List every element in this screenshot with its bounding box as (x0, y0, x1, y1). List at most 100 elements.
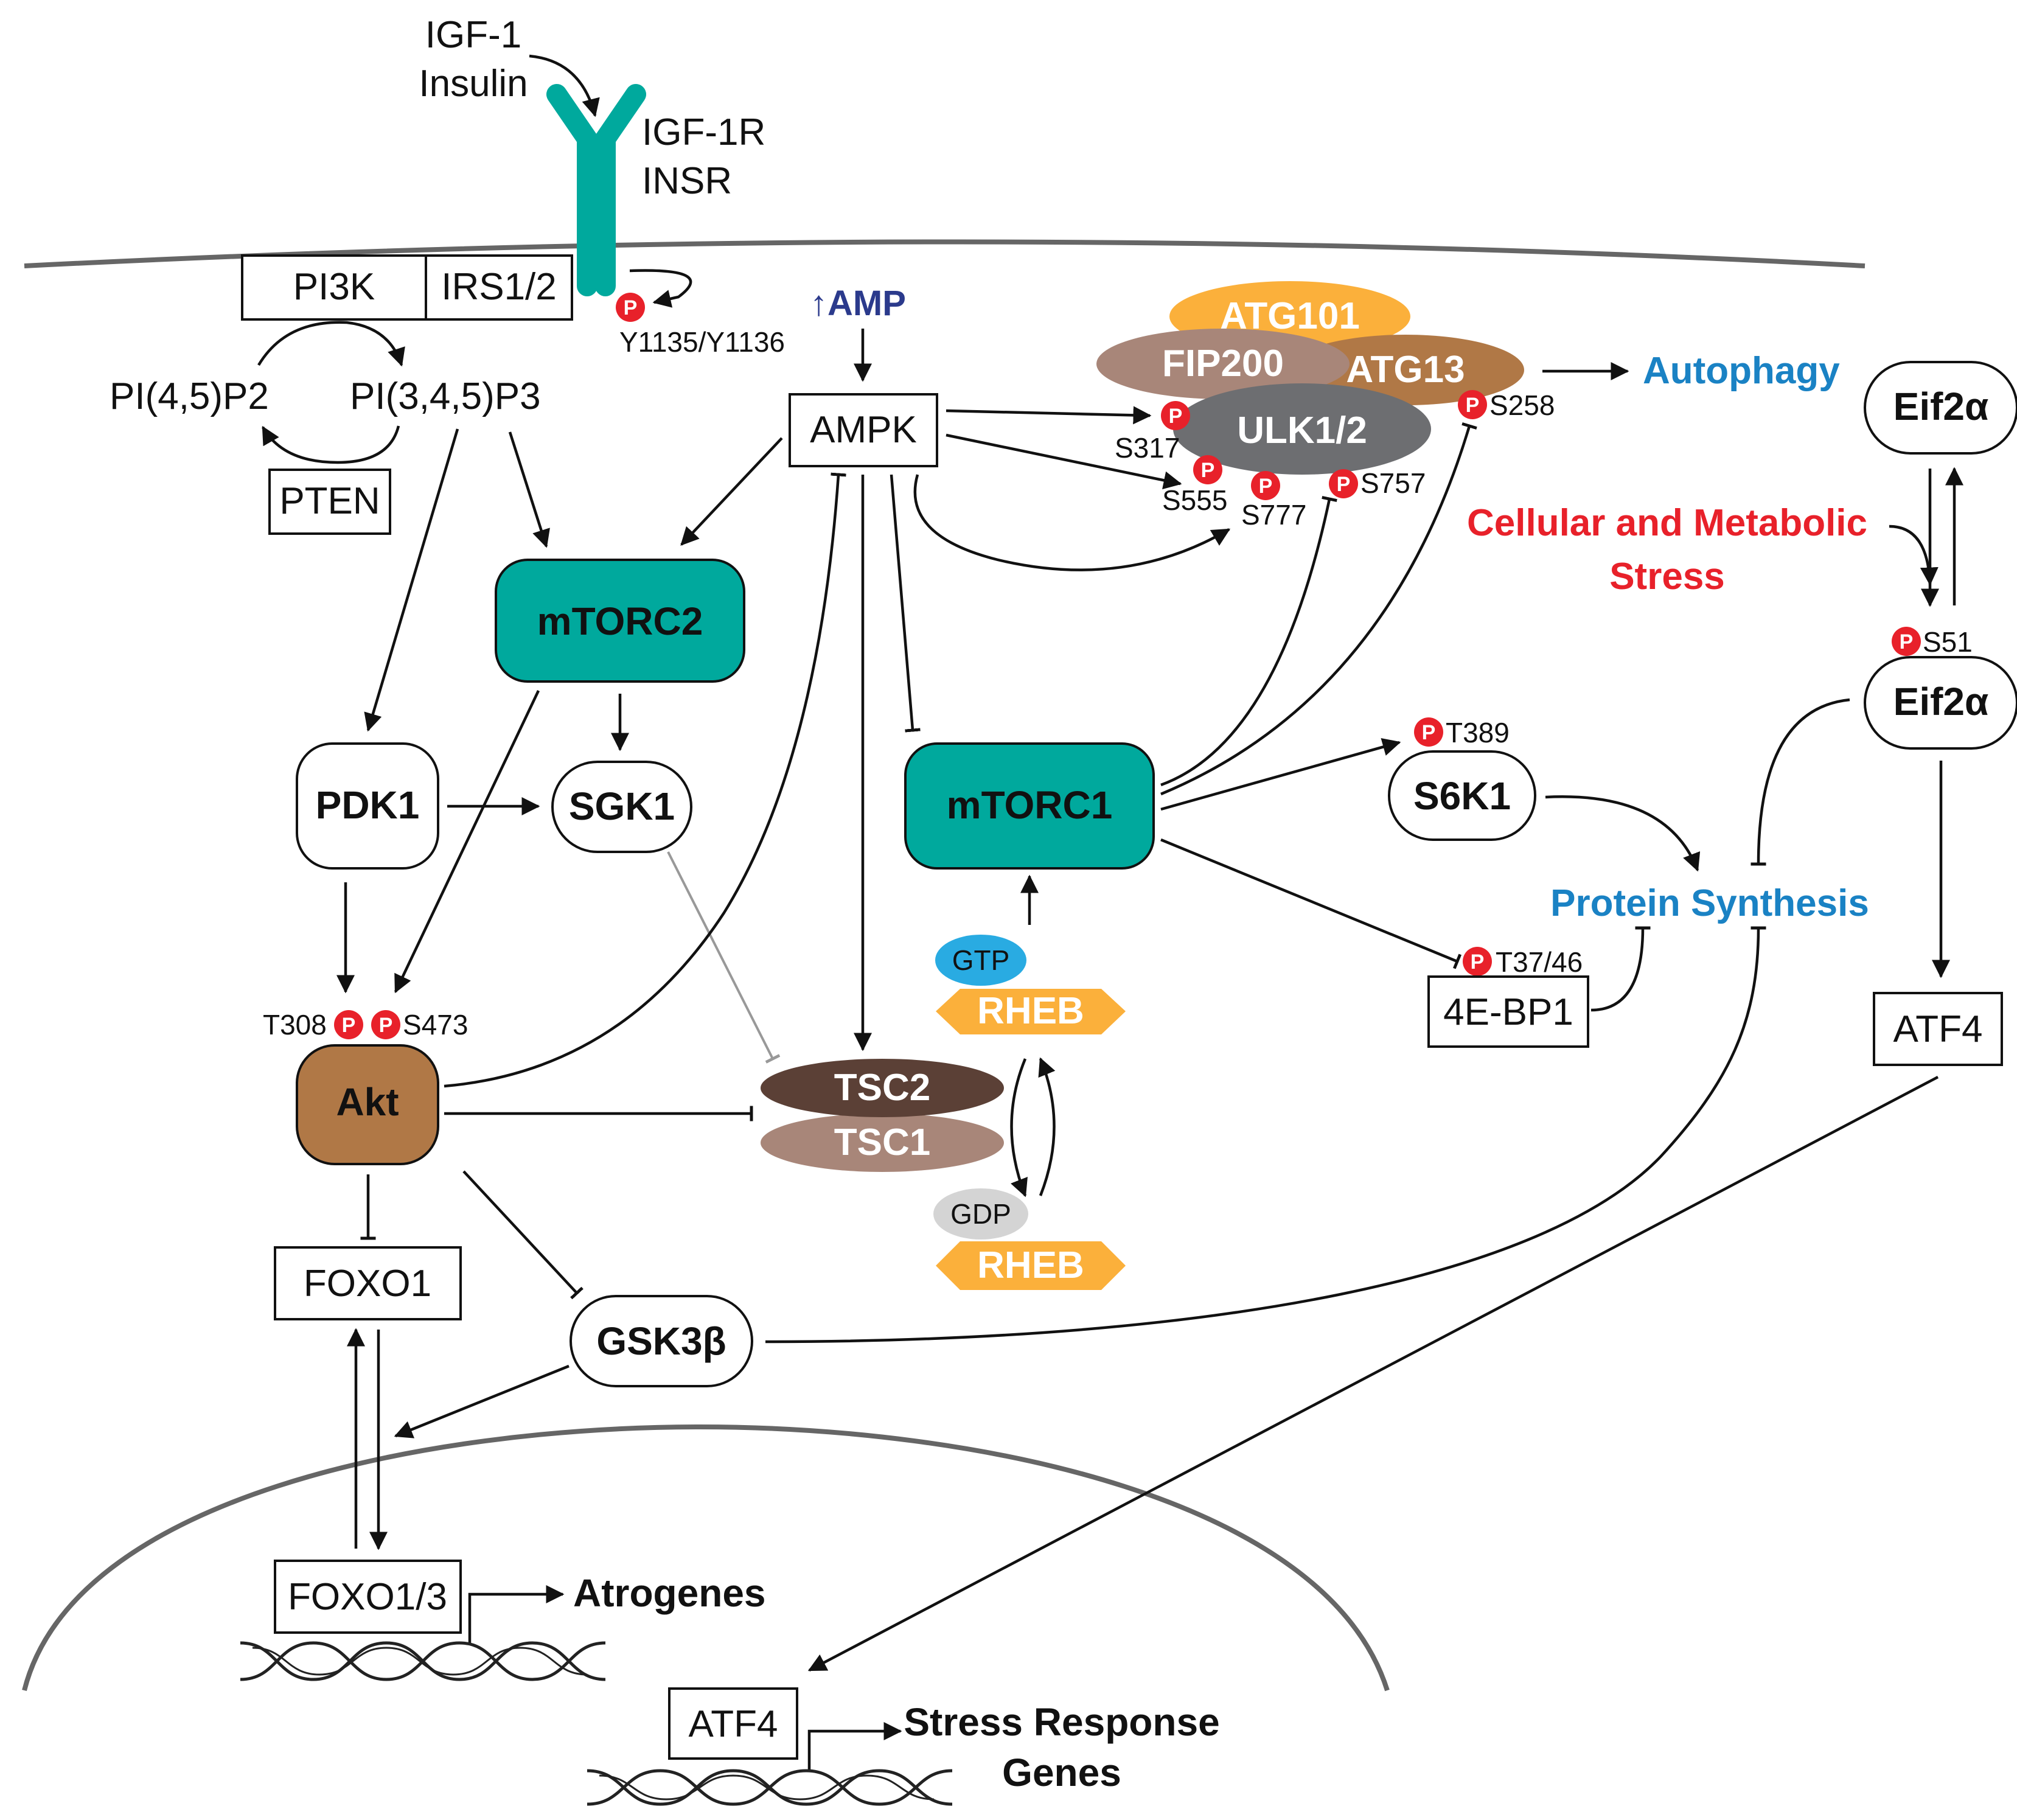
dna-helix-foxo (240, 1641, 606, 1681)
foxo13-box (274, 1560, 462, 1634)
phospho-t308 (334, 1010, 363, 1039)
site-t389: T389 (1446, 717, 1510, 748)
ampk-to-mtorc2-arrow (680, 437, 783, 546)
gsk3b-to-foxo-arrow (394, 1364, 570, 1438)
ampk-inhibits-mtorc1 (890, 474, 921, 733)
svg-text:FOXO1: FOXO1 (304, 1263, 431, 1305)
svg-text:P: P (1471, 950, 1485, 974)
atf4-nuclear-translocation-arrow (807, 1076, 1939, 1672)
rheb-gdp-to-gtp-arrow (1038, 1057, 1056, 1196)
mtorc1-node (904, 742, 1155, 870)
svg-text:S317: S317 (1115, 432, 1180, 464)
stress-label-line1: Cellular and Metabolic (1467, 502, 1867, 544)
phospho-s777 (1251, 471, 1280, 500)
ampk-to-ulk-s317-arrow (946, 406, 1152, 425)
irs-box (425, 254, 573, 321)
svg-text:SGK1: SGK1 (569, 784, 675, 828)
mtorc1-inhibits-ulk-s258 (1160, 422, 1477, 796)
atf4-transcription-arrow (807, 1722, 902, 1771)
svg-text:TSC2: TSC2 (834, 1067, 930, 1109)
pip3-label: PI(3,4,5)P3 (350, 375, 541, 417)
foxo1-box (274, 1246, 462, 1320)
site-s473: S473 (403, 1009, 468, 1041)
gsk3b-node (570, 1295, 753, 1387)
svg-text:P: P (1900, 630, 1914, 654)
autophosphorylation-arrow (629, 269, 692, 308)
pi3k-label: PI3K (293, 266, 375, 308)
ampk-to-ulk-s555-arrow (946, 433, 1182, 490)
mtorc2-node (495, 559, 745, 683)
svg-text:GTP: GTP (952, 944, 1010, 976)
svg-text:GSK3β: GSK3β (596, 1319, 726, 1363)
site-t308: T308 (263, 1009, 327, 1041)
sgk1-node (551, 761, 692, 853)
ampk-label: AMPK (810, 409, 917, 451)
svg-text:mTORC2: mTORC2 (537, 599, 703, 643)
irs-label: IRS1/2 (441, 266, 557, 308)
ampk-box (789, 393, 938, 467)
gtp-node (935, 935, 1026, 986)
eif2a-inhibits-protein-synthesis (1751, 698, 1850, 866)
svg-text:4E-BP1: 4E-BP1 (1443, 991, 1573, 1033)
mtorc1-to-s6k1-arrow (1160, 737, 1401, 811)
svg-text:P: P (1201, 459, 1215, 482)
mtorc1-inhibits-ulk-s757 (1160, 495, 1337, 787)
mtorc1-inhibits-4ebp1 (1160, 838, 1462, 969)
akt-inhibits-ampk (444, 472, 846, 1088)
rheb-gtp-to-gdp-arrow (1010, 1058, 1028, 1198)
ligand-label-insulin: Insulin (419, 63, 528, 105)
svg-text:RHEB: RHEB (977, 990, 1084, 1032)
amp-label: ↑AMP (810, 284, 906, 323)
svg-text:ATF4: ATF4 (1893, 1008, 1983, 1050)
svg-text:P: P (342, 1014, 356, 1037)
s6k1-node (1388, 750, 1536, 841)
rheb-gdp-node (936, 1241, 1126, 1290)
gsk3b-inhibits-protein-synthesis (765, 926, 1766, 1344)
svg-text:S258: S258 (1489, 389, 1555, 421)
tsc1-node (761, 1114, 1004, 1172)
svg-text:PDK1: PDK1 (316, 783, 420, 827)
eif4ebp1-box (1427, 975, 1589, 1048)
foxo13-transcription-arrow (468, 1585, 565, 1643)
phospho-s317 (1161, 401, 1190, 430)
ligand-label-igf1: IGF-1 (425, 14, 521, 56)
svg-text:Eif2α: Eif2α (1893, 385, 1989, 428)
svg-text:P: P (1422, 721, 1436, 744)
gdp-node (933, 1188, 1028, 1239)
svg-text:Eif2α: Eif2α (1893, 680, 1989, 723)
akt-node (296, 1044, 439, 1165)
rheb-gtp-node (936, 989, 1126, 1034)
phospho-s258 (1458, 390, 1487, 419)
pten-label: PTEN (279, 480, 380, 522)
svg-text:mTORC1: mTORC1 (947, 783, 1113, 827)
atrogenes-label: Atrogenes (573, 1571, 766, 1615)
ulk-node (1173, 383, 1431, 475)
svg-text:ATF4: ATF4 (689, 1703, 778, 1745)
protein-synthesis-label: Protein Synthesis (1550, 882, 1869, 924)
stress-to-eif2a-arrow (1889, 525, 1939, 586)
phospho-s555 (1193, 455, 1222, 484)
pdk1-node (296, 742, 439, 870)
pip2-to-pip3-arrow (257, 321, 405, 367)
mtorc2-to-akt-s473-arrow (394, 690, 540, 994)
svg-text:P: P (624, 296, 638, 319)
svg-text:ATG13: ATG13 (1346, 349, 1465, 391)
svg-text:S555: S555 (1162, 484, 1227, 516)
s6k1-to-protein-synthesis-arrow (1545, 795, 1701, 872)
site-s51: S51 (1923, 626, 1973, 658)
svg-text:S757: S757 (1360, 467, 1426, 499)
cell-membrane (24, 239, 1865, 268)
ampk-to-ulk-s777-arrow (913, 474, 1231, 571)
svg-text:TSC1: TSC1 (834, 1121, 930, 1163)
pip2-label: PI(4,5)P2 (110, 375, 269, 417)
eif4ebp1-inhibits-protein-synthesis (1590, 926, 1651, 1012)
ligand-binding-arrow (529, 54, 600, 117)
svg-text:GDP: GDP (950, 1198, 1011, 1230)
akt-inhibits-gsk3b (462, 1170, 584, 1300)
eif2a-bottom-node (1864, 656, 2017, 750)
autophagy-label: Autophagy (1643, 350, 1840, 392)
stress-genes-label-line2: Genes (1002, 1751, 1121, 1794)
svg-text:S6K1: S6K1 (1413, 774, 1511, 818)
phospho-receptor (616, 293, 645, 322)
